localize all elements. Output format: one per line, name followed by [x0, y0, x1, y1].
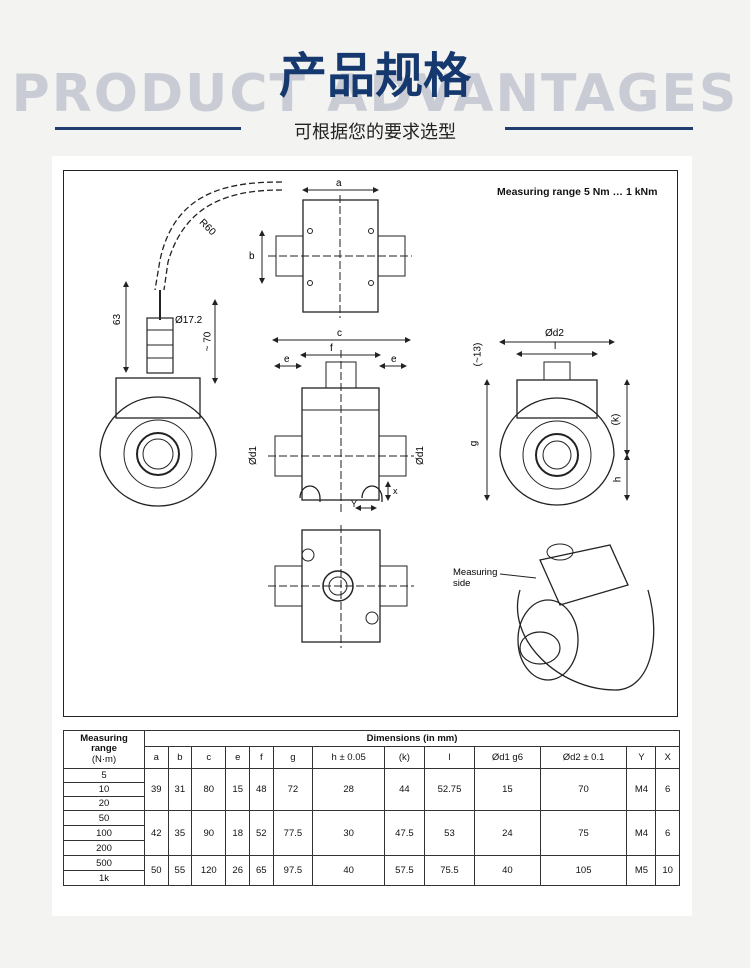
label-k: (k): [610, 413, 622, 426]
label-side: side: [453, 578, 471, 589]
col-header: f: [249, 746, 274, 769]
value-cell: 40: [474, 855, 541, 886]
col-header: Y: [626, 746, 657, 769]
col-header: (k): [384, 746, 425, 769]
label-a: a: [336, 178, 342, 189]
value-cell: 31: [167, 768, 193, 811]
dimensions-title: Dimensions (in mm): [144, 730, 680, 747]
value-cell: 24: [474, 810, 541, 856]
label-x: x: [393, 486, 398, 496]
range-cell: 50: [63, 810, 145, 826]
value-cell: 26: [225, 855, 250, 886]
measuring-range-unit: (N·m): [91, 754, 117, 765]
title-rule-left: [55, 127, 241, 130]
value-cell: 80: [191, 768, 227, 811]
background-word: PRODUCT ADVANTAGES: [11, 64, 739, 124]
dimensions-table: Measuring range (N·m) Dimensions (in mm)…: [63, 730, 680, 886]
value-cell: 53: [423, 810, 476, 856]
value-cell: 6: [655, 810, 680, 856]
value-cell: 75: [539, 810, 628, 856]
label-d172: Ø17.2: [175, 315, 203, 326]
value-cell: 70: [539, 768, 628, 811]
value-cell: 35: [167, 810, 193, 856]
col-header: g: [272, 746, 314, 769]
col-header: Ød1 g6: [474, 746, 541, 769]
value-cell: 65: [249, 855, 274, 886]
label-63: 63: [112, 313, 124, 326]
value-cell: 120: [191, 855, 227, 886]
value-cell: 52: [249, 810, 274, 856]
value-cell: 90: [191, 810, 227, 856]
page-subtitle: 可根据您的要求选型: [294, 122, 456, 143]
label-70: ~ 70: [202, 331, 214, 352]
col-header: h ± 0.05: [312, 746, 386, 769]
value-cell: 18: [225, 810, 250, 856]
range-cell: 500: [63, 855, 145, 871]
col-header: e: [225, 746, 250, 769]
col-header: X: [655, 746, 680, 769]
label-g: g: [468, 440, 480, 447]
value-cell: 72: [272, 768, 314, 811]
range-cell: 200: [63, 840, 145, 856]
value-cell: M4: [626, 768, 657, 811]
label-measuring: Measuring: [453, 567, 498, 578]
col-header: l: [423, 746, 476, 769]
value-cell: 48: [249, 768, 274, 811]
value-cell: 55: [167, 855, 193, 886]
value-cell: 57.5: [384, 855, 425, 886]
value-cell: 6: [655, 768, 680, 811]
value-cell: 40: [312, 855, 386, 886]
value-cell: 75.5: [423, 855, 476, 886]
value-cell: 15: [225, 768, 250, 811]
label-d2: Ød2: [545, 328, 564, 339]
label-d1-left: Ød1: [247, 446, 259, 465]
label-h: h: [612, 476, 624, 483]
label-e-left: e: [284, 354, 290, 365]
value-cell: 39: [144, 768, 169, 811]
value-cell: 10: [655, 855, 680, 886]
range-cell: 100: [63, 825, 145, 841]
value-cell: M5: [626, 855, 657, 886]
value-cell: 44: [384, 768, 425, 811]
value-cell: 97.5: [272, 855, 314, 886]
range-cell: 1k: [63, 870, 145, 886]
page-title: 产品规格: [278, 48, 471, 104]
col-header: c: [191, 746, 227, 769]
drawing-frame: [63, 170, 678, 717]
label-d1-right: Ød1: [414, 446, 426, 465]
value-cell: 50: [144, 855, 169, 886]
value-cell: 52.75: [423, 768, 476, 811]
value-cell: M4: [626, 810, 657, 856]
range-cell: 5: [63, 768, 145, 783]
range-cell: 20: [63, 796, 145, 811]
value-cell: 15: [474, 768, 541, 811]
col-header: a: [144, 746, 169, 769]
label-y: Y: [351, 499, 358, 509]
measuring-range-label: Measuring range: [80, 733, 128, 754]
value-cell: 105: [539, 855, 628, 886]
value-cell: 42: [144, 810, 169, 856]
range-label: Measuring range 5 Nm … 1 kNm: [497, 186, 658, 198]
range-cell: 10: [63, 782, 145, 797]
col-header: Ød2 ± 0.1: [539, 746, 628, 769]
label-e-right: e: [391, 354, 397, 365]
measuring-range-header: Measuring range (N·m): [63, 730, 145, 769]
title-rule-right: [505, 127, 693, 130]
label-b: b: [249, 251, 255, 262]
label-approx13: (~13): [472, 342, 484, 367]
value-cell: 77.5: [272, 810, 314, 856]
value-cell: 47.5: [384, 810, 425, 856]
label-l: l: [554, 341, 557, 352]
col-header: b: [167, 746, 193, 769]
value-cell: 30: [312, 810, 386, 856]
value-cell: 28: [312, 768, 386, 811]
label-c: c: [337, 328, 342, 339]
label-f: f: [330, 343, 333, 354]
